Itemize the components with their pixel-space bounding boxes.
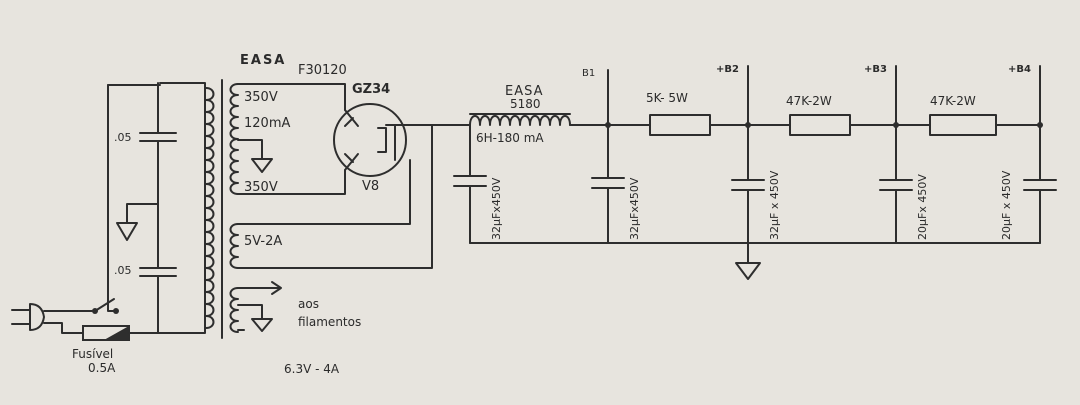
hv-top-wire (237, 83, 346, 111)
filter-cap-5-label: 20µF x 450V (1000, 170, 1013, 240)
choke-coil-icon (469, 115, 571, 126)
transformer-primary-coil (205, 87, 215, 329)
filter-capacitor-1 (453, 124, 487, 244)
transformer-hv-winding (229, 83, 239, 195)
hv-center-tap (237, 139, 263, 159)
rectifier-tube-label: GZ34 (352, 82, 390, 97)
tap-b3-label: +B3 (864, 64, 887, 75)
ground-icon (735, 262, 761, 280)
filament-label-2: filamentos (298, 315, 361, 329)
rect-heater-wire-2 (237, 124, 433, 269)
filter-capacitor-2 (591, 124, 625, 244)
filter-cap-1-label: 32µFx450V (490, 177, 503, 240)
primary-wire-left (107, 84, 117, 312)
filter-capacitor-4 (879, 124, 913, 244)
hv-bottom-label: 350V (244, 180, 278, 195)
tap-b1-label: B1 (582, 68, 595, 79)
rect-heater-wire-1 (237, 159, 411, 225)
ground-icon (251, 318, 273, 332)
hv-bottom-wire (237, 169, 346, 195)
resistor-3-label: 47K-2W (930, 94, 976, 108)
transformer-brand-label: EASA (240, 53, 286, 68)
transformer-model-label: F30120 (298, 63, 347, 78)
mains-plug-icon (11, 303, 45, 331)
filter-cap-4-label: 20µFx 450V (916, 174, 929, 240)
primary-cap-1-label: .05 (114, 131, 132, 144)
choke-brand-label: EASA (505, 84, 544, 99)
resistor-1 (649, 114, 711, 136)
choke-rating-label: 6H-180 mA (476, 131, 544, 145)
tap-b2-label: +B2 (716, 64, 739, 75)
resistor-1-label: 5K- 5W (646, 91, 688, 105)
resistor-2 (789, 114, 851, 136)
arrow-right-icon (271, 281, 282, 295)
choke-model-label: 5180 (510, 97, 541, 111)
fuse-name-label: Fusível (72, 347, 113, 361)
primary-wire-right (107, 82, 206, 334)
transformer-rect-winding (229, 223, 239, 269)
filter-cap-3-label: 32µF x 450V (768, 170, 781, 240)
primary-capacitor-top (139, 82, 177, 211)
primary-cap-2-label: .05 (114, 264, 132, 277)
resistor-2-label: 47K-2W (786, 94, 832, 108)
ground-icon (116, 222, 138, 241)
rectifier-tube-icon (333, 103, 407, 177)
rect-supply-label: 5V-2A (244, 234, 282, 249)
filter-cap-2-label: 32µFx450V (628, 177, 641, 240)
hv-top-label: 350V (244, 90, 278, 105)
hv-current-label: 120mA (244, 116, 290, 131)
fuse-icon (82, 325, 130, 341)
tap-b4-label: +B4 (1008, 64, 1031, 75)
transformer-filament-winding (229, 287, 239, 333)
mains-wire-bottom (43, 322, 84, 334)
primary-ground-wire (126, 203, 159, 223)
fuse-rating-label: 0.5A (88, 361, 116, 375)
filter-capacitor-3 (731, 124, 765, 244)
filament-rating-label: 6.3V - 4A (284, 362, 340, 376)
ground-icon (251, 158, 273, 173)
filament-wire-center (237, 304, 263, 319)
filament-label-1: aos (298, 297, 319, 311)
rectifier-type-label: V8 (362, 179, 379, 194)
resistor-3 (929, 114, 997, 136)
filter-capacitor-5 (1023, 124, 1057, 244)
